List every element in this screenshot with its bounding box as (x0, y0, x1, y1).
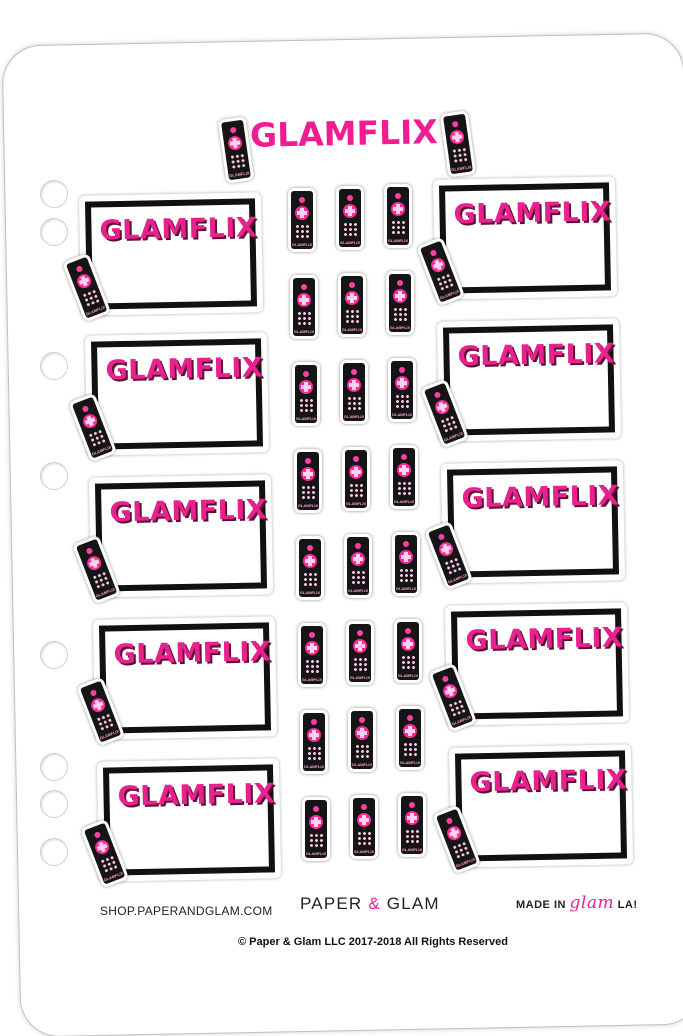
remote-sticker: GLAMFLIX (296, 536, 324, 600)
sheet-title: GLAMFLIX (249, 112, 439, 155)
remote-sticker: GLAMFLIX (388, 358, 416, 422)
frame-label: GLAMFLIX (117, 778, 276, 813)
remote-sticker: GLAMFLIX (338, 273, 366, 337)
remote-sticker: GLAMFLIX (340, 360, 368, 424)
remote-sticker: GLAMFLIX (298, 623, 326, 687)
frame-label: GLAMFLIX (99, 212, 258, 247)
copyright-notice: © Paper & Glam LLC 2017-2018 All Rights … (238, 936, 508, 948)
shop-url: SHOP.PAPERANDGLAM.COM (100, 904, 273, 918)
binder-hole (40, 352, 68, 380)
remote-sticker: GLAMFLIX (386, 271, 414, 335)
frame-label: GLAMFLIX (105, 352, 264, 387)
frame-label: GLAMFLIX (109, 494, 268, 529)
remote-sticker: GLAMFLIX (346, 621, 374, 685)
frame-label: GLAMFLIX (113, 636, 272, 671)
remote-sticker: GLAMFLIX (336, 186, 364, 250)
remote-sticker: GLAMFLIX (398, 793, 426, 857)
remote-sticker: GLAMFLIX (392, 532, 420, 596)
frame-label: GLAMFLIX (469, 764, 628, 799)
remote-sticker: GLAMFLIX (344, 534, 372, 598)
remote-sticker: GLAMFLIX (342, 447, 370, 511)
remote-sticker: GLAMFLIX (290, 275, 318, 339)
binder-hole (40, 462, 68, 490)
remote-sticker: GLAMFLIX (292, 362, 320, 426)
binder-hole (40, 218, 68, 246)
frame-label: GLAMFLIX (453, 196, 612, 231)
made-in-badge: MADE IN glam LA! (516, 893, 638, 913)
binder-hole (40, 838, 68, 866)
binder-hole (40, 180, 68, 208)
remote-sticker: GLAMFLIX (396, 706, 424, 770)
remote-sticker: GLAMFLIX (384, 184, 412, 248)
remote-sticker: GLAMFLIX (348, 708, 376, 772)
binder-hole (40, 641, 68, 669)
remote-sticker: GLAMFLIX (294, 449, 322, 513)
frame-label: GLAMFLIX (457, 338, 616, 373)
remote-sticker: GLAMFLIX (390, 445, 418, 509)
remote-sticker: GLAMFLIX (302, 797, 330, 861)
remote-sticker: GLAMFLIX (300, 710, 328, 774)
binder-hole (40, 753, 68, 781)
frame-label: GLAMFLIX (461, 480, 620, 515)
frame-label: GLAMFLIX (465, 622, 624, 657)
binder-hole (40, 790, 68, 818)
remote-sticker: GLAMFLIX (350, 795, 378, 859)
remote-sticker: GLAMFLIX (394, 619, 422, 683)
remote-sticker: GLAMFLIX (288, 188, 316, 252)
brand-logo: PAPER & GLAM (300, 894, 440, 913)
